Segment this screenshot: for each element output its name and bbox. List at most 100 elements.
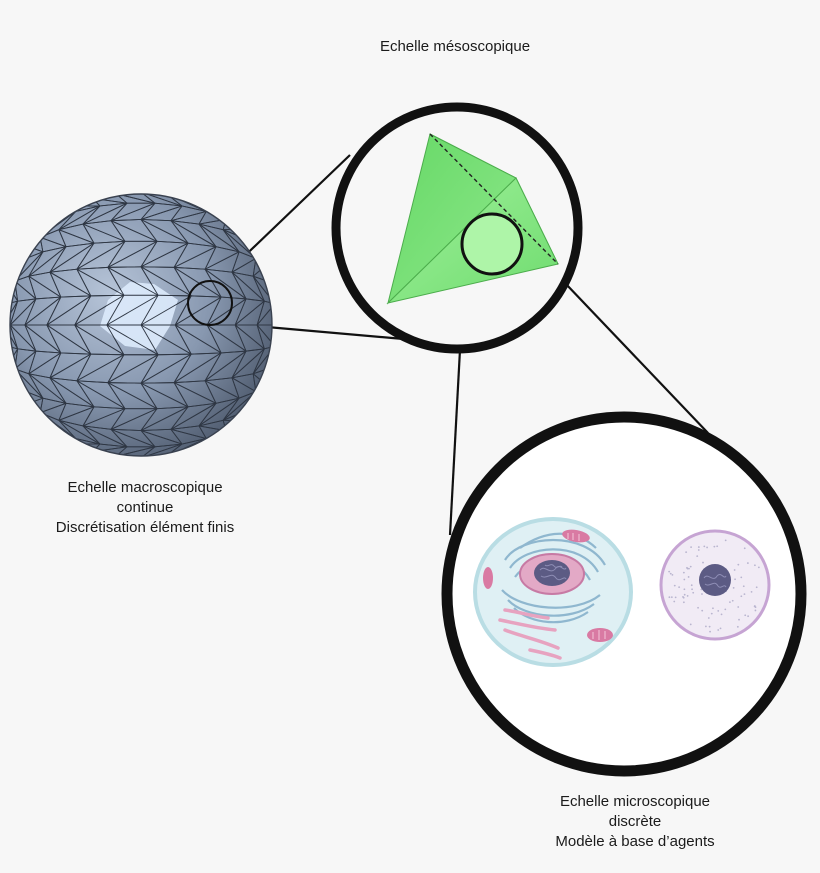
mesh-edge	[295, 440, 328, 459]
mesh-edge	[198, 223, 224, 231]
mesh-edge	[228, 439, 241, 456]
cell-granule	[740, 595, 743, 598]
mesh-edge	[74, 324, 92, 355]
mesh-edge	[198, 397, 240, 427]
mesh-edge	[228, 209, 263, 230]
mesh-edge	[10, 362, 18, 385]
mesh-edge	[206, 296, 222, 326]
mesh-edge	[273, 268, 306, 287]
mesh-edge	[273, 344, 306, 363]
micro-label-line1: Echelle microscopique	[559, 793, 711, 810]
mesh-edge	[295, 210, 328, 229]
mesh-edge	[264, 266, 268, 282]
mesh-edge	[14, 280, 37, 300]
mesh-edge	[295, 440, 306, 459]
mesh-edge	[152, 188, 174, 191]
sphere-highlight-patch	[100, 282, 178, 350]
mesh-edge	[74, 294, 125, 326]
mesh-edge	[10, 363, 18, 385]
mesh-edge	[58, 419, 77, 439]
mesh-edge	[295, 382, 328, 401]
mesh-edge	[10, 439, 21, 456]
micro-label-line3: Modèle à base d’agents	[555, 833, 715, 850]
mesh-edge	[317, 229, 328, 248]
mesh-edge	[250, 194, 263, 211]
mesh-edge	[187, 402, 217, 408]
mesh-edge	[10, 248, 18, 267]
mesh-edge	[30, 439, 43, 456]
mesh-edge	[4, 304, 7, 325]
cell-granule	[755, 586, 758, 589]
mesh-edge	[317, 210, 328, 229]
mesh-edge	[156, 240, 189, 244]
mesh-edge	[82, 425, 112, 430]
mesh-edge	[115, 455, 153, 456]
mesh-edge	[189, 194, 197, 199]
mesh-edge	[7, 346, 9, 363]
mesh-edge	[209, 194, 219, 207]
mesh-edge	[52, 194, 65, 211]
mesh-edge	[250, 439, 272, 456]
mesh-edge	[295, 440, 306, 459]
cell-granule	[724, 539, 727, 542]
mesh-edge	[253, 246, 272, 268]
mesh-edge	[108, 459, 130, 462]
mesh-edge	[60, 352, 91, 355]
mesh-edge	[295, 382, 306, 401]
mesh-edge	[10, 420, 21, 441]
mesh-edge	[209, 443, 241, 456]
mesh-edge	[140, 241, 158, 268]
mesh-edge	[52, 438, 76, 441]
mesh-edge	[264, 368, 268, 384]
mesh-edge	[278, 306, 284, 325]
mesh-edge	[115, 455, 130, 456]
mesh-edge	[273, 229, 306, 248]
mesh-edge	[187, 242, 217, 248]
mesh-edge	[82, 223, 95, 244]
mesh-edge	[0, 304, 7, 325]
mesh-edge	[295, 248, 306, 267]
mesh-edge	[317, 210, 328, 229]
cell-granule	[744, 614, 747, 617]
meso-title: Echelle mésoscopique	[355, 37, 555, 57]
mesh-edge	[35, 296, 61, 300]
mesh-edge	[166, 455, 197, 456]
mesh-edge	[204, 268, 222, 298]
mesh-edge	[265, 265, 272, 269]
mesh-edge	[189, 194, 219, 199]
mesh-edge	[295, 344, 306, 363]
mesh-edge	[140, 266, 192, 297]
cell-granule	[683, 578, 686, 581]
mesh-edge	[10, 246, 29, 249]
mesh-edge	[266, 267, 272, 282]
mesh-edge	[250, 209, 263, 230]
mesh-edge	[170, 429, 183, 445]
mesh-edge	[228, 209, 241, 230]
mesh-edge	[317, 191, 328, 210]
mesh-edge	[273, 402, 284, 421]
mesh-edge	[295, 402, 306, 421]
mesh-edge	[205, 377, 233, 382]
mesh-edge	[92, 194, 109, 199]
mesh-edge	[234, 324, 265, 350]
mesh-edge	[107, 354, 125, 383]
mesh-edge	[52, 439, 87, 456]
mesh-edge	[228, 209, 263, 230]
mesh-edge	[58, 211, 77, 231]
cell-granule	[717, 629, 720, 631]
mesh-edge	[317, 402, 328, 421]
mesh-edge	[30, 420, 43, 441]
mesh-edge	[0, 325, 7, 346]
mesh-edge	[110, 220, 126, 242]
mesh-edge	[10, 439, 21, 456]
mesh-edge	[250, 194, 272, 211]
mesh-edge	[140, 202, 156, 220]
mesh-edge	[72, 443, 87, 456]
mesh-edge	[295, 268, 306, 287]
cell-granule	[750, 590, 753, 593]
mesh-edge	[170, 211, 207, 222]
mesh-edge	[28, 350, 37, 374]
mesh-edge	[209, 194, 241, 207]
mesh-edge	[49, 377, 95, 408]
mesh-edge	[140, 428, 172, 431]
